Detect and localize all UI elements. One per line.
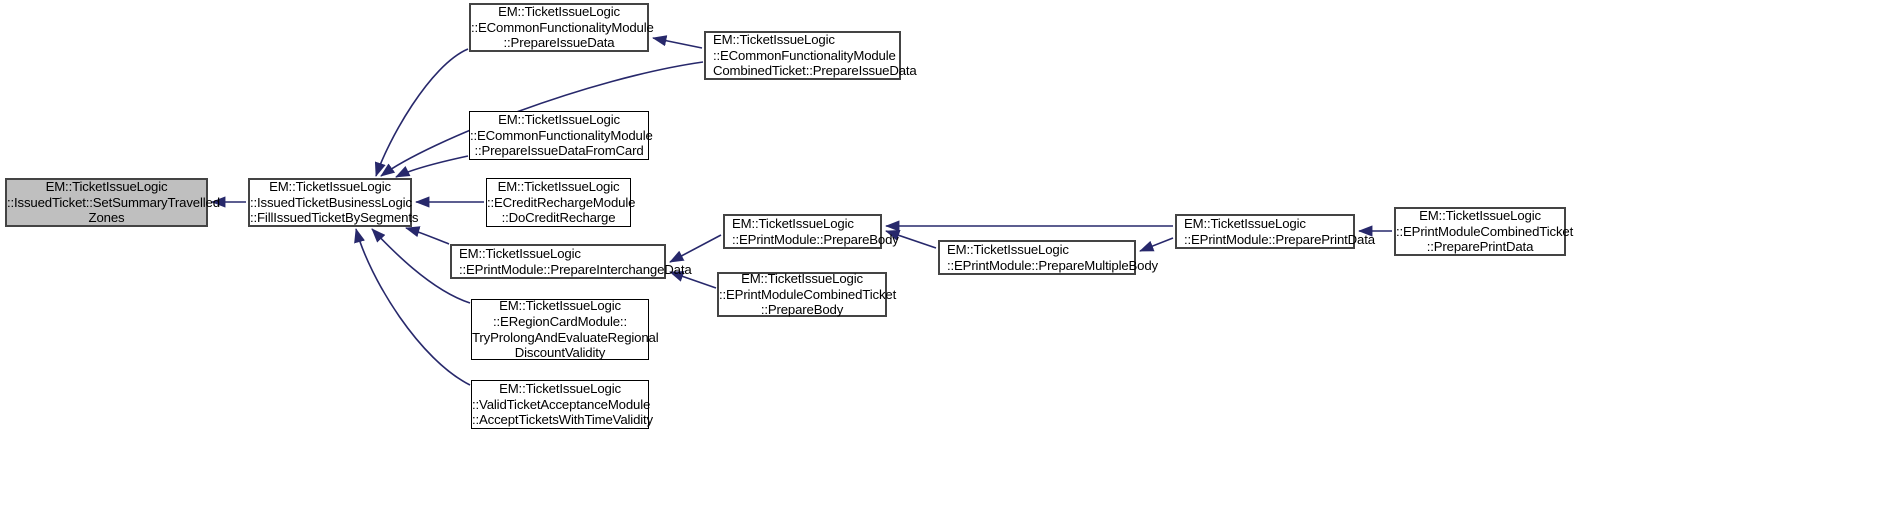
graph-node-n4[interactable]: EM::TicketIssueLogic ::ECommonFunctional… <box>469 111 653 160</box>
graph-node-n8[interactable]: EM::TicketIssueLogic ::ValidTicketAccept… <box>471 380 653 429</box>
graph-node-n5[interactable]: EM::TicketIssueLogic ::ECreditRechargeMo… <box>486 178 636 227</box>
graph-node-label: EM::TicketIssueLogic ::EPrintModuleCombi… <box>1396 208 1574 255</box>
graph-node-n0[interactable]: EM::TicketIssueLogic ::IssuedTicket::Set… <box>5 178 220 227</box>
graph-node-n1[interactable]: EM::TicketIssueLogic ::IssuedTicketBusin… <box>248 178 419 227</box>
graph-edge-n12-to-n11 <box>1139 237 1174 252</box>
graph-node-n11[interactable]: EM::TicketIssueLogic ::EPrintModule::Pre… <box>938 240 1158 275</box>
graph-node-n3[interactable]: EM::TicketIssueLogic ::ECommonFunctional… <box>704 31 917 80</box>
graph-node-label: EM::TicketIssueLogic ::ECreditRechargeMo… <box>487 179 636 226</box>
graph-node-label: EM::TicketIssueLogic ::IssuedTicketBusin… <box>250 179 419 226</box>
graph-node-label: EM::TicketIssueLogic ::ValidTicketAccept… <box>472 381 653 428</box>
graph-node-label: EM::TicketIssueLogic ::EPrintModule::Pre… <box>947 241 1158 273</box>
graph-node-label: EM::TicketIssueLogic ::ECommonFunctional… <box>471 4 654 51</box>
graph-node-n13[interactable]: EM::TicketIssueLogic ::EPrintModuleCombi… <box>1394 207 1574 256</box>
graph-node-n10[interactable]: EM::TicketIssueLogic ::EPrintModuleCombi… <box>717 271 897 318</box>
graph-edge-n6-to-n1 <box>405 226 450 245</box>
graph-node-n6[interactable]: EM::TicketIssueLogic ::EPrintModule::Pre… <box>450 244 692 279</box>
graph-node-label: EM::TicketIssueLogic ::ERegionCardModule… <box>472 298 659 361</box>
graph-node-label: EM::TicketIssueLogic ::ECommonFunctional… <box>713 32 917 79</box>
graph-node-label: EM::TicketIssueLogic ::IssuedTicket::Set… <box>7 179 220 226</box>
graph-node-n7[interactable]: EM::TicketIssueLogic ::ERegionCardModule… <box>471 298 659 361</box>
graph-node-label: EM::TicketIssueLogic ::EPrintModule::Pre… <box>732 215 899 247</box>
graph-edge-n4-to-n1 <box>395 155 469 178</box>
graph-node-label: EM::TicketIssueLogic ::ECommonFunctional… <box>470 112 653 159</box>
graph-node-label: EM::TicketIssueLogic ::EPrintModuleCombi… <box>719 271 897 318</box>
graph-node-n2[interactable]: EM::TicketIssueLogic ::ECommonFunctional… <box>469 3 654 52</box>
graph-edge-n2-to-n1 <box>374 48 469 177</box>
graph-node-label: EM::TicketIssueLogic ::EPrintModule::Pre… <box>1184 215 1375 247</box>
graph-node-n12[interactable]: EM::TicketIssueLogic ::EPrintModule::Pre… <box>1175 214 1375 249</box>
graph-node-n9[interactable]: EM::TicketIssueLogic ::EPrintModule::Pre… <box>723 214 899 249</box>
graph-edge-n3-to-n2 <box>652 35 703 49</box>
graph-edge-n9-to-n6 <box>669 234 722 263</box>
graph-node-label: EM::TicketIssueLogic ::EPrintModule::Pre… <box>459 245 692 277</box>
